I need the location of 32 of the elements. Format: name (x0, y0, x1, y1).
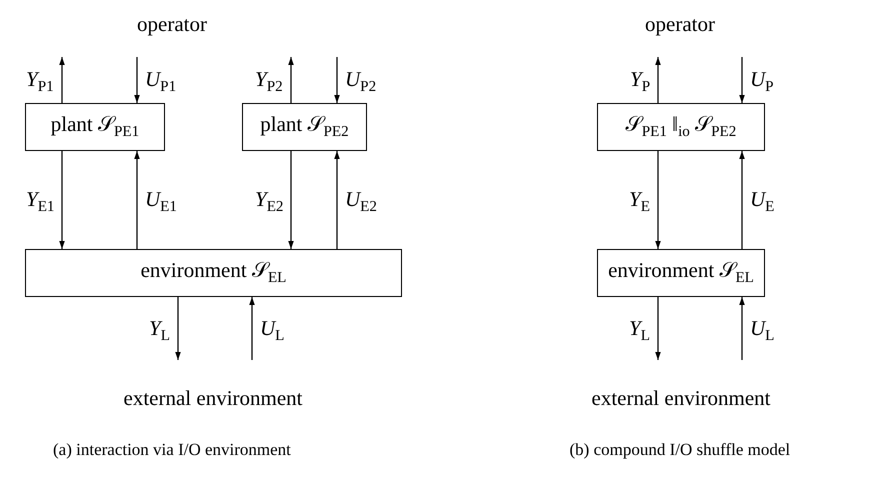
caption: (a) interaction via I/O environment (53, 440, 291, 460)
text-label: external environment (124, 386, 303, 411)
process-box (597, 249, 765, 297)
process-box (25, 103, 165, 151)
arrow (334, 151, 340, 249)
arrow (739, 57, 745, 103)
arrow (175, 297, 181, 360)
arrow (655, 57, 661, 103)
text-label: operator (645, 12, 715, 37)
caption: (b) compound I/O shuffle model (570, 440, 790, 460)
text-label: operator (137, 12, 207, 37)
arrow (59, 57, 65, 103)
arrow (134, 151, 140, 249)
process-box (242, 103, 367, 151)
process-box (597, 103, 765, 151)
arrow (134, 57, 140, 103)
arrow (249, 297, 255, 360)
box-label: environment 𝒮$_{EL}$ (140, 258, 286, 288)
arrow (739, 297, 745, 360)
arrow (739, 151, 745, 249)
arrow (334, 57, 340, 103)
text-label: external environment (592, 386, 771, 411)
arrow (288, 57, 294, 103)
arrow (655, 297, 661, 360)
box-label: plant 𝒮$_{PE2}$ (260, 112, 349, 142)
box-label: plant 𝒮$_{PE1}$ (50, 112, 140, 142)
process-box (25, 249, 402, 297)
box-label: environment 𝒮$_{EL}$ (608, 258, 754, 288)
arrow (288, 151, 294, 249)
arrow (655, 151, 661, 249)
arrow (59, 151, 65, 249)
box-label: 𝒮$_{PE1}$ ‖$_{io}$ 𝒮$_{PE2}$ (626, 112, 736, 142)
